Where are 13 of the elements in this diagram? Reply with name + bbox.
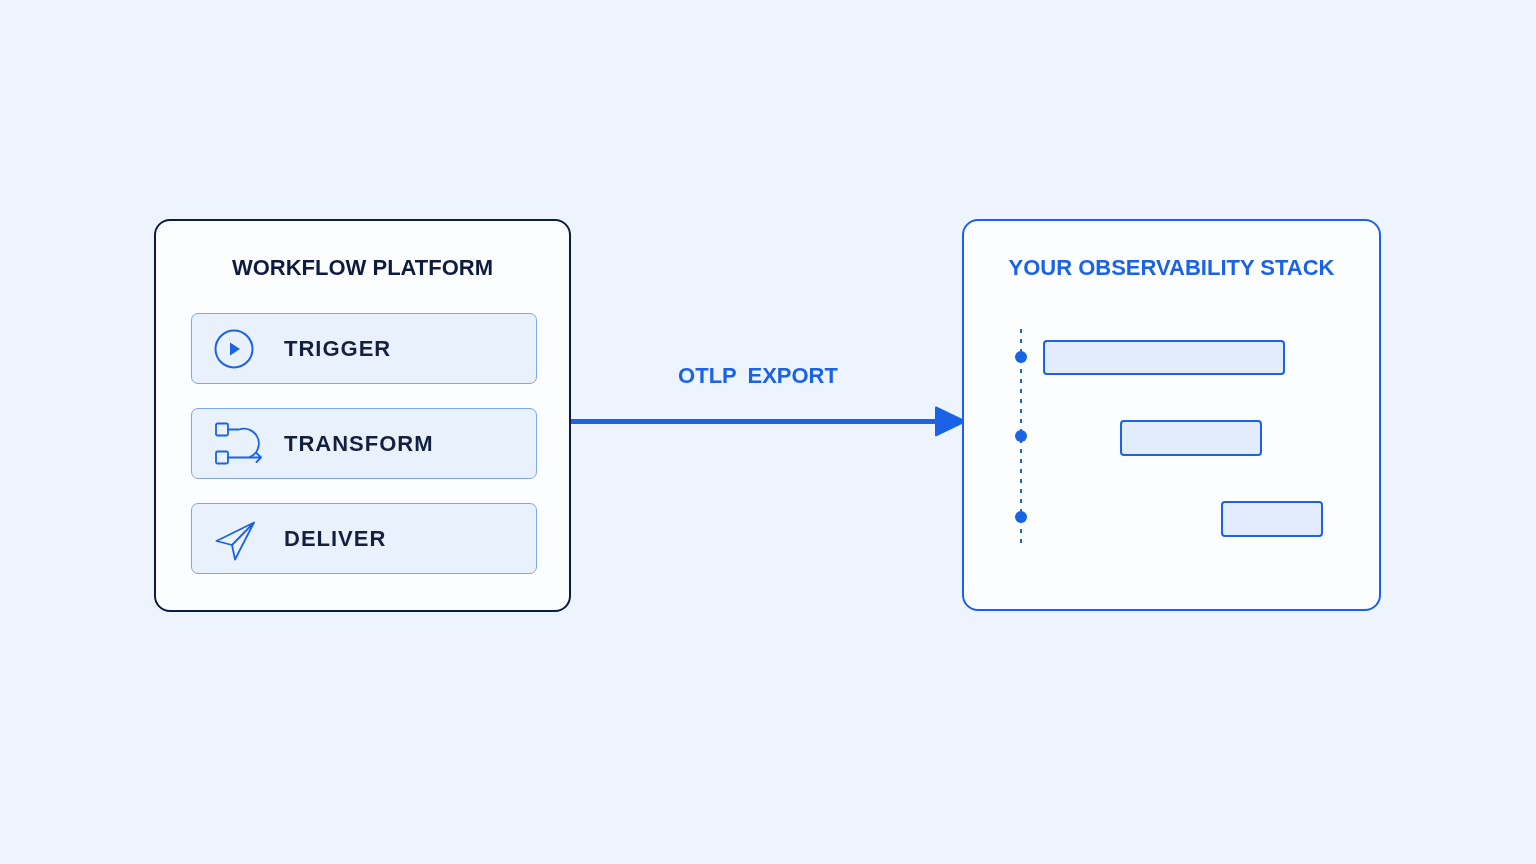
span-bar (1221, 501, 1323, 537)
span-bar (1043, 340, 1285, 375)
container-panel (154, 219, 571, 612)
panel-title: WORKFLOW PLATFORM (231, 255, 494, 281)
span-bar (1120, 420, 1262, 456)
step-label: TRANSFORM (284, 430, 434, 457)
step-label: DELIVER (284, 525, 387, 552)
step-box (191, 313, 537, 384)
panel-title: YOUR OBSERVABILITY STACK (1008, 255, 1335, 281)
container-panel (962, 219, 1381, 611)
step-box (191, 408, 537, 479)
step-box (191, 503, 537, 574)
step-label: TRIGGER (284, 335, 392, 362)
